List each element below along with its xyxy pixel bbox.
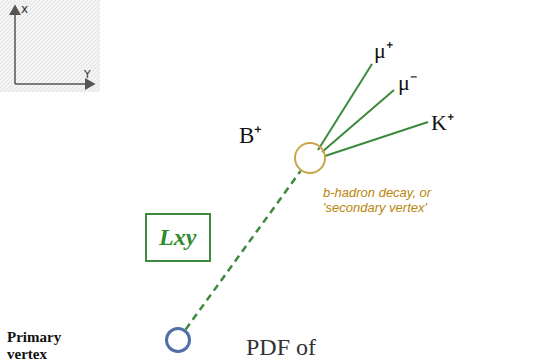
particle-label: B⁺	[239, 118, 262, 150]
y-axis-arrow	[15, 83, 94, 85]
particle-label: K⁺	[431, 106, 454, 136]
decay-track	[322, 90, 394, 152]
vertex-label: Primary vertex	[7, 329, 69, 363]
length-label: Lxy	[159, 224, 197, 251]
secondary-vertex: B⁺b-hadron decay, or 'secondary vertex'	[294, 142, 326, 174]
axis-label: x	[21, 2, 28, 16]
x-axis-arrow	[14, 6, 16, 84]
particle-label: μ⁺	[374, 34, 393, 64]
lxy-box: Lxy	[145, 213, 211, 262]
decay-track	[318, 64, 372, 150]
axis-label: Y	[84, 68, 91, 81]
decay-track	[325, 122, 428, 156]
vertex-note: b-hadron decay, or 'secondary vertex'	[323, 185, 461, 215]
caption-fragment: PDF of	[246, 334, 316, 361]
axes-background	[0, 0, 100, 92]
particle-label: μ⁻	[398, 66, 417, 96]
primary-vertex: Primary vertex	[165, 327, 191, 353]
